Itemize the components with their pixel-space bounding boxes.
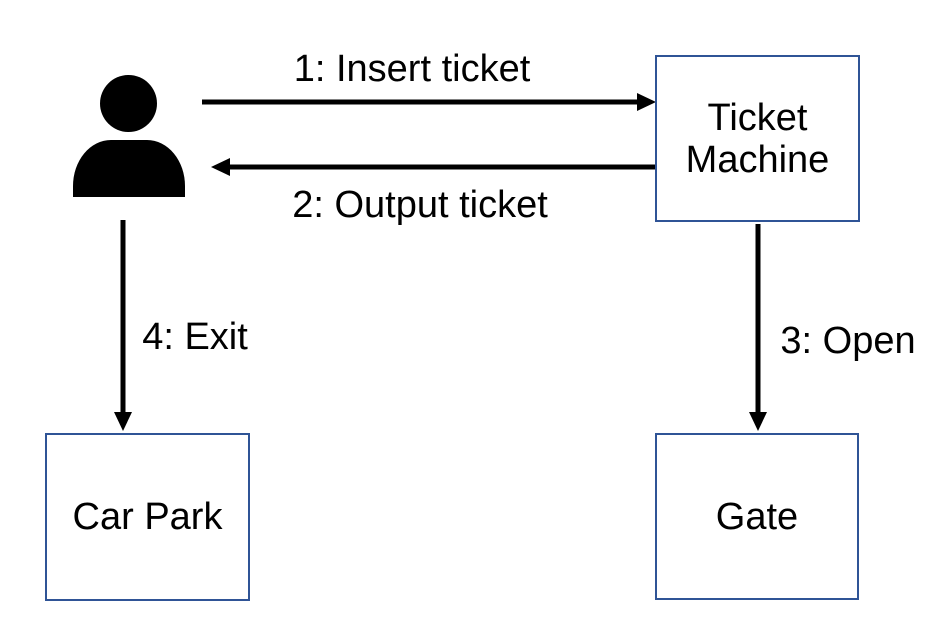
message-label-output-ticket: 2: Output ticket [292, 184, 548, 226]
arrow-open-head [749, 412, 767, 431]
person-body [73, 140, 185, 197]
arrow-open [749, 224, 767, 431]
person-head [100, 75, 157, 132]
node-ticket-machine-label-line1: Ticket [707, 96, 808, 139]
arrow-output-ticket [211, 158, 656, 176]
arrow-insert-ticket [202, 93, 656, 111]
node-ticket-machine-label-line2: Machine [685, 138, 830, 181]
node-ticket-machine: Ticket Machine [655, 55, 860, 222]
message-label-open: 3: Open [780, 320, 916, 362]
node-car-park: Car Park [45, 433, 250, 601]
arrow-exit [114, 220, 132, 431]
arrow-exit-head [114, 412, 132, 431]
node-gate-label: Gate [715, 495, 799, 538]
node-gate: Gate [655, 433, 859, 600]
node-car-park-label: Car Park [72, 496, 223, 538]
message-label-exit: 4: Exit [142, 316, 248, 358]
arrow-output-ticket-head [211, 158, 230, 176]
message-label-insert-ticket: 1: Insert ticket [293, 48, 531, 90]
arrow-insert-ticket-head [637, 93, 656, 111]
